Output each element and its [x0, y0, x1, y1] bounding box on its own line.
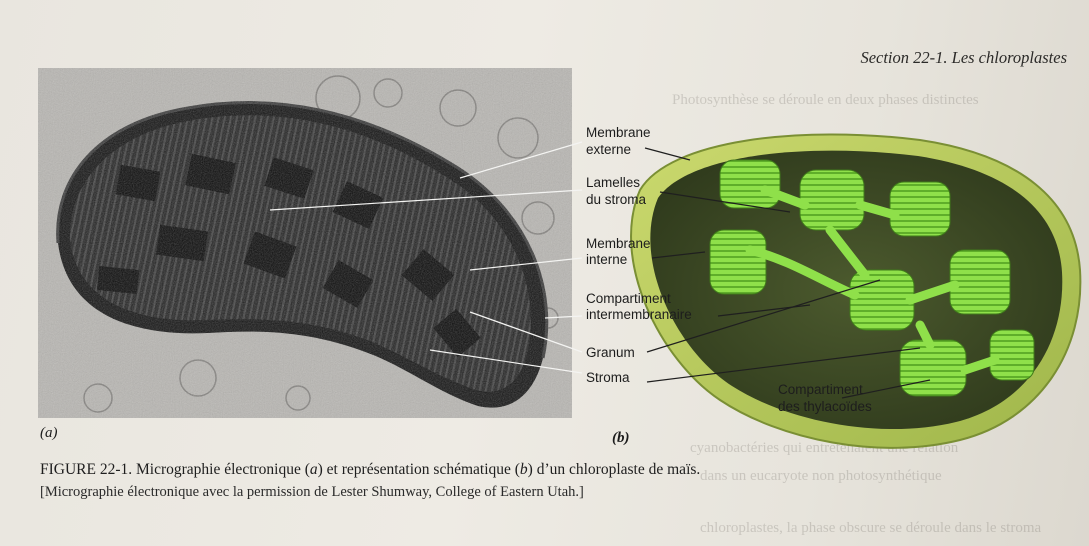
- label-lamelles-1: Lamelles: [586, 175, 640, 191]
- label-membrane-externe-1: Membrane: [586, 125, 651, 141]
- label-thylacoides-1: Compartiment: [778, 382, 863, 398]
- label-stroma: Stroma: [586, 370, 630, 386]
- label-granum: Granum: [586, 345, 635, 361]
- caption-a: a: [310, 461, 318, 478]
- label-compartiment-2: intermembranaire: [586, 307, 692, 323]
- label-thylacoides-2: des thylacoïdes: [778, 399, 872, 415]
- caption-b: b: [520, 461, 528, 478]
- caption-text: ) d’un chloroplaste de maïs.: [528, 461, 701, 478]
- figure-number: FIGURE 22-1.: [40, 461, 132, 478]
- label-lamelles-2: du stroma: [586, 192, 646, 208]
- label-compartiment-1: Compartiment: [586, 291, 671, 307]
- caption-text: Micrographie électronique (: [132, 461, 310, 478]
- caption-credit: [Micrographie électronique avec la permi…: [40, 484, 584, 501]
- label-membrane-interne-1: Membrane: [586, 236, 651, 252]
- label-membrane-externe-2: externe: [586, 142, 631, 158]
- figure-caption: FIGURE 22-1. Micrographie électronique (…: [40, 461, 700, 479]
- caption-text: ) et représentation schématique (: [318, 461, 520, 478]
- label-membrane-interne-2: interne: [586, 252, 627, 268]
